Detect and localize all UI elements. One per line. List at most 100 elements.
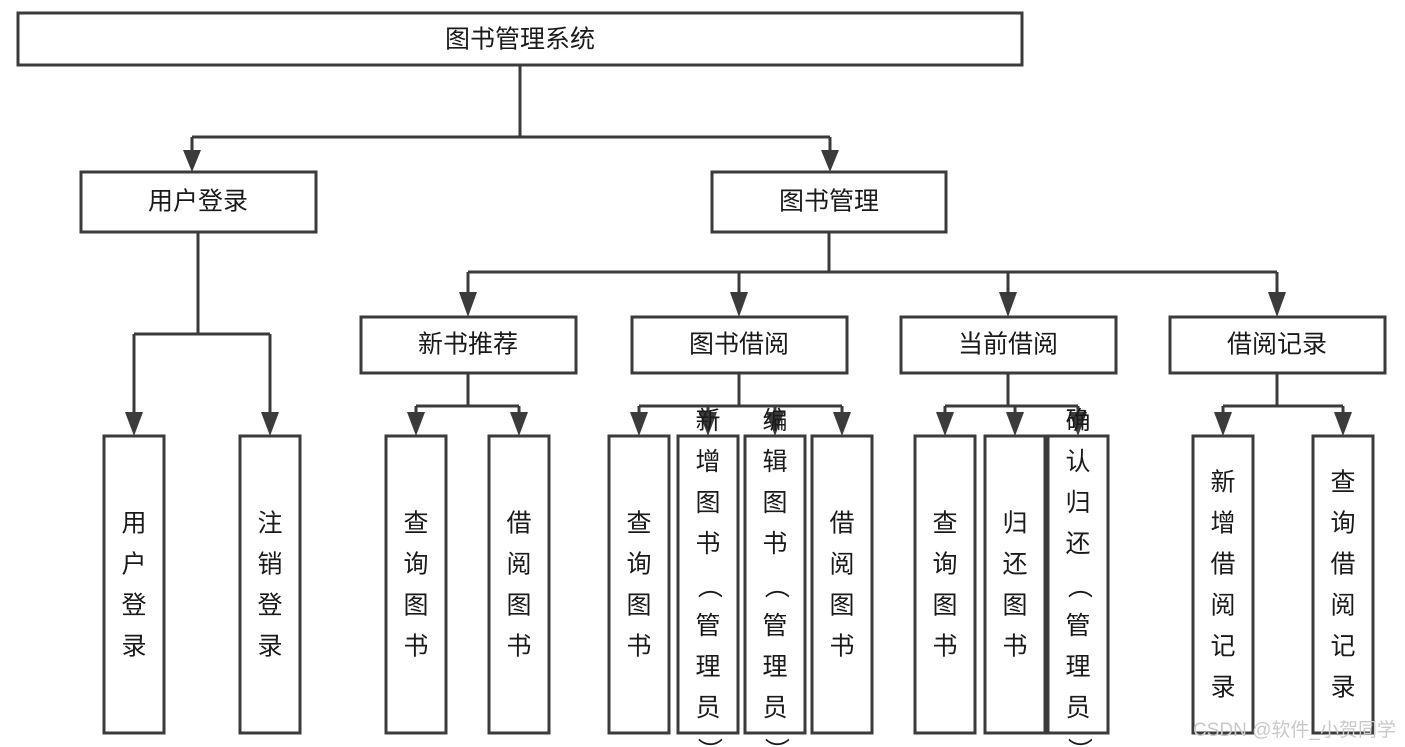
svg-text:管: 管 xyxy=(1065,612,1090,640)
svg-text:归: 归 xyxy=(1002,510,1027,538)
arrow-to-borrow-record xyxy=(1268,292,1286,317)
svg-text:销: 销 xyxy=(257,551,282,579)
svg-text:注: 注 xyxy=(257,510,282,538)
svg-text:归: 归 xyxy=(1065,489,1090,517)
svg-text:图: 图 xyxy=(829,592,854,620)
svg-text:户: 户 xyxy=(121,551,146,579)
node-current-borrow-box[interactable] xyxy=(899,315,1118,375)
svg-text:书: 书 xyxy=(695,530,720,558)
svg-text:）: ） xyxy=(762,737,790,747)
arrow-to-leaf-edit-book xyxy=(766,412,784,436)
connector-layer xyxy=(125,65,1352,436)
svg-text:询: 询 xyxy=(403,551,428,579)
arrow-to-leaf-user-logout xyxy=(261,412,279,436)
svg-text:借: 借 xyxy=(1210,551,1235,579)
svg-text:新: 新 xyxy=(695,407,720,435)
node-leaf-confirm-return-box[interactable] xyxy=(1046,434,1110,735)
node-leaf-query-book-2-box[interactable] xyxy=(607,434,671,735)
arrow-to-leaf-add-record xyxy=(1214,412,1232,436)
arrow-to-leaf-query-book-2 xyxy=(630,412,648,436)
svg-text:录: 录 xyxy=(1210,674,1235,702)
node-leaf-user-logout-box[interactable] xyxy=(238,434,302,735)
svg-text:登: 登 xyxy=(121,592,146,620)
svg-text:员: 员 xyxy=(1065,694,1090,722)
arrow-to-leaf-query-record xyxy=(1334,412,1352,436)
node-new-book-recommend-label: 新书推荐 xyxy=(418,331,518,359)
node-leaf-return-book-box[interactable] xyxy=(983,434,1047,735)
node-borrow-record[interactable]: 借阅记录 xyxy=(1168,315,1387,375)
node-leaf-query-record-box[interactable] xyxy=(1311,434,1375,735)
node-leaf-borrow-book-1-box[interactable] xyxy=(487,434,551,735)
arrow-to-leaf-user-login xyxy=(125,412,143,436)
svg-text:增: 增 xyxy=(1210,510,1235,538)
node-leaf-query-book-3-box[interactable] xyxy=(913,434,977,735)
node-leaf-add-record-box[interactable] xyxy=(1191,434,1255,735)
node-root-label: 图书管理系统 xyxy=(445,26,595,54)
svg-text:增: 增 xyxy=(695,448,720,476)
node-current-borrow[interactable]: 当前借阅 xyxy=(899,315,1118,375)
node-book-borrow-label: 图书借阅 xyxy=(689,331,789,359)
svg-text:书: 书 xyxy=(762,530,787,558)
node-leaf-edit-book-box[interactable] xyxy=(743,434,807,735)
node-root-box[interactable] xyxy=(16,11,1024,67)
node-leaf-user-login[interactable]: 用户登录 xyxy=(102,434,166,735)
arrow-to-leaf-borrow-book-2 xyxy=(833,412,851,436)
svg-text:书: 书 xyxy=(932,633,957,661)
svg-text:图: 图 xyxy=(762,489,787,517)
svg-text:确: 确 xyxy=(1065,407,1090,435)
node-new-book-recommend-box[interactable] xyxy=(359,315,578,375)
node-book-borrow-box[interactable] xyxy=(630,315,849,375)
node-book-management-label: 图书管理 xyxy=(779,188,879,216)
svg-text:辑: 辑 xyxy=(762,448,787,476)
svg-text:询: 询 xyxy=(932,551,957,579)
svg-text:登: 登 xyxy=(257,592,282,620)
svg-text:书: 书 xyxy=(1002,633,1027,661)
svg-text:询: 询 xyxy=(626,551,651,579)
svg-text:录: 录 xyxy=(257,633,282,661)
svg-text:（: （ xyxy=(695,573,723,598)
node-new-book-recommend[interactable]: 新书推荐 xyxy=(359,315,578,375)
node-book-management[interactable]: 图书管理 xyxy=(710,170,948,234)
svg-text:还: 还 xyxy=(1002,551,1027,579)
arrow-to-current-borrow xyxy=(999,292,1017,317)
node-borrow-record-box[interactable] xyxy=(1168,315,1387,375)
svg-text:（: （ xyxy=(762,573,790,598)
svg-text:还: 还 xyxy=(1065,530,1090,558)
svg-text:查: 查 xyxy=(1330,469,1355,497)
svg-text:书: 书 xyxy=(506,633,531,661)
node-book-borrow[interactable]: 图书借阅 xyxy=(630,315,849,375)
svg-text:编: 编 xyxy=(762,407,787,435)
svg-text:图: 图 xyxy=(506,592,531,620)
node-root[interactable]: 图书管理系统 xyxy=(16,11,1024,67)
svg-text:用: 用 xyxy=(121,510,146,538)
arrow-to-leaf-borrow-book-1 xyxy=(510,412,528,436)
node-user-login[interactable]: 用户登录 xyxy=(79,170,318,234)
node-leaf-add-book-box[interactable] xyxy=(676,434,740,735)
svg-text:书: 书 xyxy=(626,633,651,661)
node-leaf-query-book-1-box[interactable] xyxy=(384,434,448,735)
svg-text:阅: 阅 xyxy=(506,551,531,579)
node-user-login-box[interactable] xyxy=(79,170,318,234)
arrow-to-book-management xyxy=(821,150,839,172)
node-leaf-user-login-box[interactable] xyxy=(102,434,166,735)
node-leaf-borrow-book-2-box[interactable] xyxy=(810,434,874,735)
svg-text:录: 录 xyxy=(1330,674,1355,702)
node-book-management-box[interactable] xyxy=(710,170,948,234)
svg-text:员: 员 xyxy=(695,694,720,722)
svg-text:询: 询 xyxy=(1330,510,1355,538)
svg-text:记: 记 xyxy=(1330,633,1355,661)
svg-text:理: 理 xyxy=(695,653,720,681)
